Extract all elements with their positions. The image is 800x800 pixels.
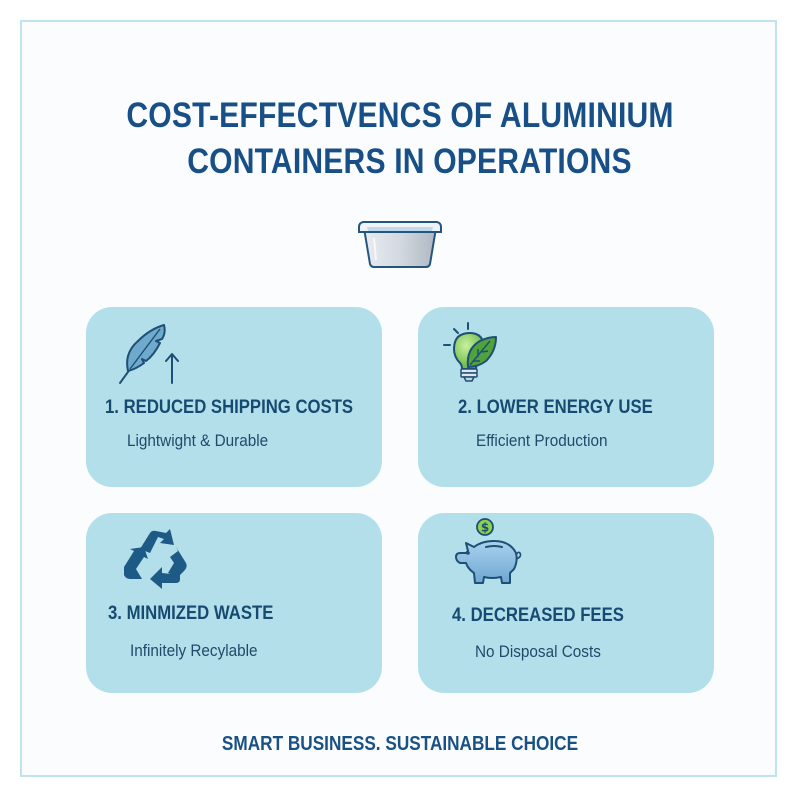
card-subtext: Efficient Production [476, 431, 608, 450]
card-heading: 3. MINMIZED WASTE [108, 603, 274, 624]
aluminium-container-icon [356, 218, 444, 270]
card-heading: 2. LOWER ENERGY USE [458, 397, 653, 418]
page-title: COST-EFFECTVENCS OF ALUMINIUM CONTAINERS… [56, 93, 744, 185]
svg-text:$: $ [481, 521, 489, 535]
card-heading: 4. DECREASED FEES [452, 605, 624, 626]
card-subtext: Infinitely Recylable [130, 641, 258, 660]
recycle-icon [120, 527, 192, 593]
benefit-card-fees: $ 4. DECREASED FEES No Disposal Costs [418, 513, 714, 693]
benefit-card-shipping: 1. REDUCED SHIPPING COSTS Lightwight & D… [86, 307, 382, 487]
footer-tagline: SMART BUSINESS. SUSTAINABLE CHOICE [221, 733, 579, 755]
card-subtext: Lightwight & Durable [127, 431, 269, 450]
benefit-card-waste: 3. MINMIZED WASTE Infinitely Recylable [86, 513, 382, 693]
benefit-card-energy: 2. LOWER ENERGY USE Efficient Production [418, 307, 714, 487]
lightbulb-leaf-icon [440, 319, 512, 385]
title-line-1: COST-EFFECTVENCS OF ALUMINIUM [126, 96, 674, 135]
title-line-2: CONTAINERS IN OPERATIONS [187, 142, 632, 181]
card-subtext: No Disposal Costs [475, 642, 601, 661]
card-heading: 1. REDUCED SHIPPING COSTS [105, 397, 354, 418]
piggy-bank-coin-icon: $ [452, 517, 528, 593]
feather-up-arrow-icon [116, 323, 188, 389]
